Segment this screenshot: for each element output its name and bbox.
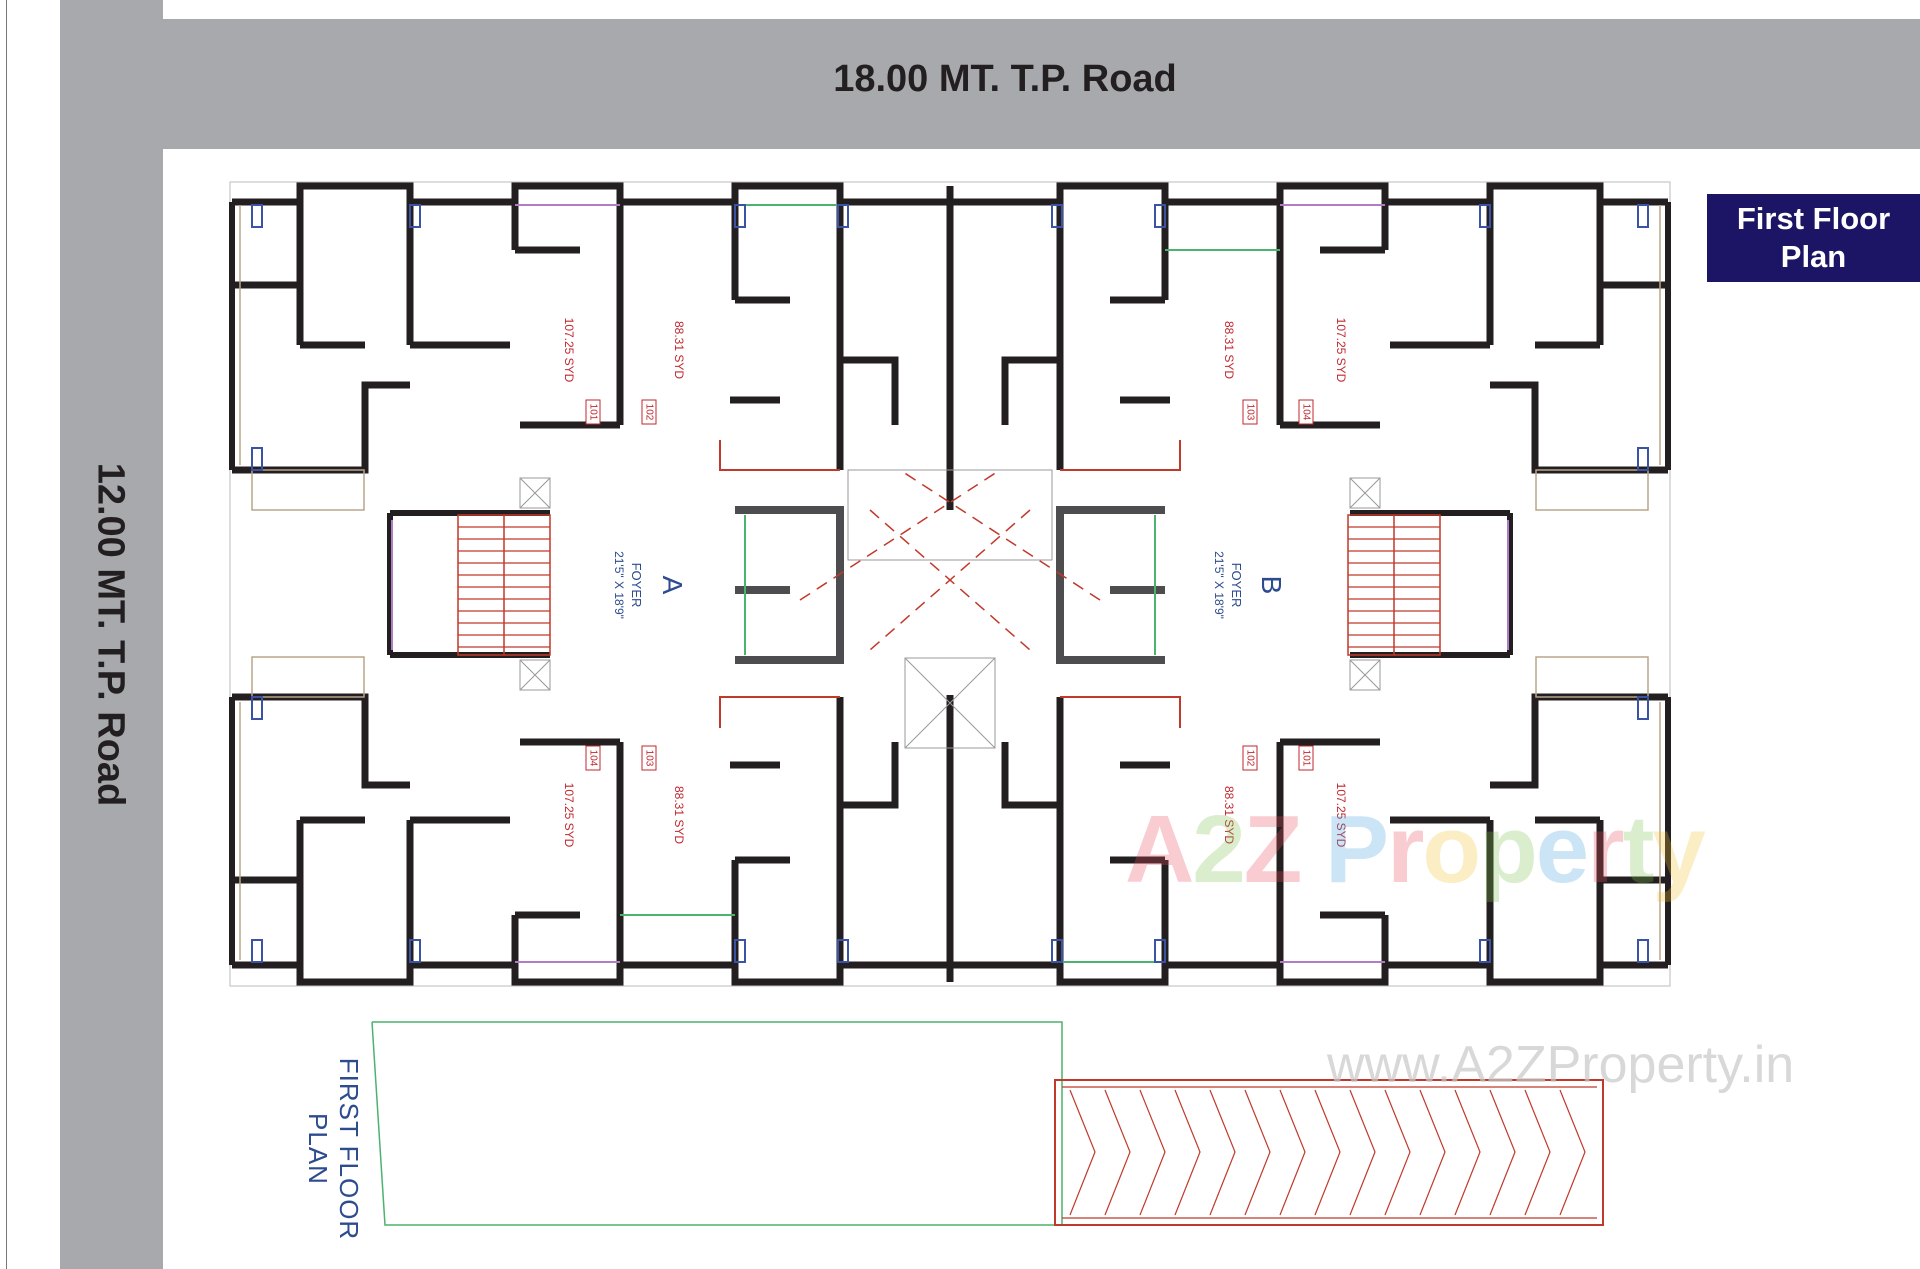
watermark-letter: t (1622, 796, 1654, 903)
area-label-104-bottom: 107.25 SYD (562, 783, 576, 848)
left-road (60, 0, 163, 1269)
watermark-letter: o (1422, 796, 1481, 903)
watermark-letter: y (1652, 796, 1705, 903)
area-label-101-bottom: 107.25 SYD (1334, 783, 1348, 848)
staircase-right (1347, 514, 1441, 656)
flat-number-104-top: 104 (1300, 404, 1311, 421)
parking-area (371, 1021, 1604, 1226)
watermark-letter: Z (1243, 796, 1303, 903)
flat-number-103-bottom: 103 (643, 750, 654, 767)
foyer-b-name: FOYER (1229, 563, 1244, 608)
watermark-letter: 2 (1192, 796, 1245, 903)
foyer-a-size: 21'5" X 18'9" (612, 551, 626, 619)
plan-title-box: First Floor Plan (1707, 194, 1920, 282)
watermark-letter: p (1479, 796, 1538, 903)
wall-lines-bottom (232, 693, 1668, 986)
area-label-104-top: 107.25 SYD (1334, 318, 1348, 383)
watermark-letter: P (1325, 796, 1389, 903)
top-road (162, 19, 1920, 149)
flat-number-101-top: 101 (587, 404, 598, 421)
wall-lines-top (232, 182, 1668, 510)
flat-number-101-bottom: 101 (1300, 750, 1311, 767)
first-floor-plan-label: FIRST FLOOR PLAN (303, 1057, 364, 1241)
page-border (6, 0, 7, 1269)
watermark-letter: e (1535, 796, 1589, 903)
foyer-a-name: FOYER (629, 563, 644, 608)
top-road-label: 18.00 MT. T.P. Road (833, 58, 1177, 100)
watermark-letter: r (1387, 796, 1424, 903)
watermark-url: www.A2ZProperty.in (1327, 1036, 1795, 1094)
watermark-letter: A (1125, 796, 1194, 903)
watermark-logo: A2Z Property (1125, 795, 1706, 905)
flat-number-103-top: 103 (1244, 404, 1255, 421)
flat-number-104-bottom: 104 (587, 750, 598, 767)
area-label-103-top: 88.31 SYD (1222, 321, 1236, 379)
area-label-102-bottom: 88.31 SYD (1222, 786, 1236, 844)
area-label-102-top: 88.31 SYD (672, 321, 686, 379)
central-void-dashes (799, 469, 1101, 651)
wing-b-label: B (1256, 576, 1287, 595)
plan-title-line2: Plan (1780, 239, 1847, 274)
plan-title-line1: First Floor (1736, 201, 1891, 236)
flat-number-102-top: 102 (643, 404, 654, 421)
flat-number-102-bottom: 102 (1244, 750, 1255, 767)
wing-a-label: A (657, 576, 688, 595)
foyer-b-size: 21'5" X 18'9" (1212, 551, 1226, 619)
watermark-letter: r (1587, 796, 1624, 903)
area-label-101-top: 107.25 SYD (562, 318, 576, 383)
watermark-letter (1300, 795, 1325, 905)
staircase-left (457, 514, 551, 656)
area-label-103-bottom: 88.31 SYD (672, 786, 686, 844)
